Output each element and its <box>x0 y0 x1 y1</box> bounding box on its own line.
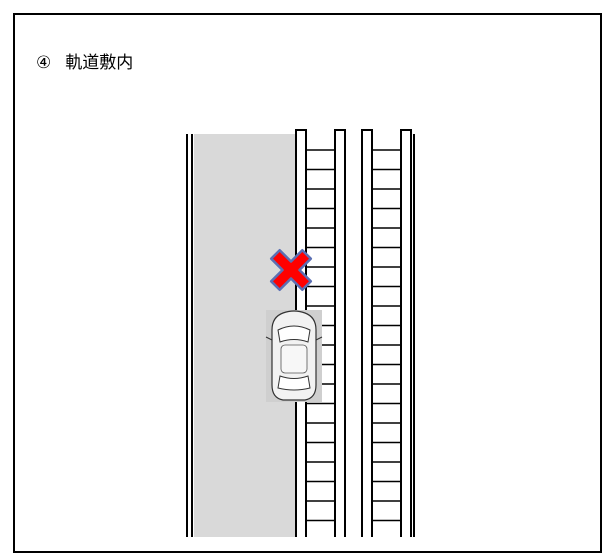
car-icon <box>265 310 323 402</box>
rail-left-track-inner <box>334 129 346 537</box>
rail-right-track-inner <box>361 129 373 537</box>
car-rear-window <box>277 375 311 391</box>
car-windshield <box>277 325 311 343</box>
sleepers-right-track <box>372 149 401 522</box>
car-roof <box>280 344 308 374</box>
diagram-title: ④ 軌道敷内 <box>36 48 133 73</box>
title-text: 軌道敷内 <box>65 53 134 73</box>
road-edge-line <box>186 134 193 537</box>
cross-x-icon <box>269 248 313 292</box>
car-mirror-left <box>265 336 273 341</box>
track-scene <box>186 129 415 537</box>
car-mirror-right <box>315 336 323 341</box>
rail-right-track-outer <box>400 129 412 537</box>
title-number: ④ <box>36 53 52 73</box>
